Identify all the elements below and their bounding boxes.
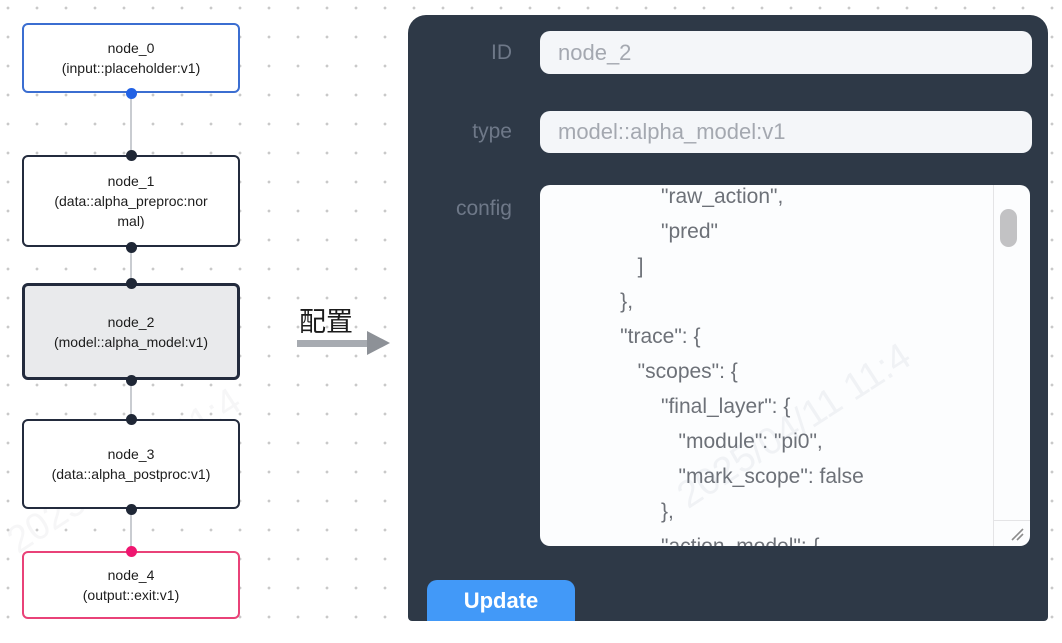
handle-node2-source[interactable] bbox=[126, 375, 137, 386]
node-subtitle: (input::placeholder:v1) bbox=[61, 60, 201, 76]
node-title: node_2 bbox=[107, 313, 155, 330]
flow-node-node_3[interactable]: node_3 (data::alpha_postproc:v1) bbox=[22, 419, 240, 509]
node-subtitle: (data::alpha_postproc:v1) bbox=[51, 466, 211, 482]
arrow-shaft bbox=[297, 340, 369, 347]
node-subtitle: (output::exit:v1) bbox=[82, 587, 180, 603]
node-config-panel: ID type config "raw_action", "pred" ] },… bbox=[408, 15, 1048, 621]
config-field-label: config bbox=[455, 197, 512, 220]
node-title: node_0 bbox=[107, 40, 155, 56]
scrollbar-corner-divider bbox=[993, 520, 1030, 521]
node-subtitle: (model::alpha_model:v1) bbox=[53, 333, 209, 350]
node-subtitle: (data::alpha_preproc:normal) bbox=[54, 193, 208, 229]
node-title: node_4 bbox=[107, 567, 155, 583]
handle-node1-target[interactable] bbox=[126, 150, 137, 161]
id-input[interactable] bbox=[540, 31, 1032, 74]
handle-node2-target[interactable] bbox=[126, 278, 137, 289]
arrow-head-icon bbox=[367, 331, 390, 355]
flow-node-node_2-selected[interactable]: node_2 (model::alpha_model:v1) bbox=[22, 283, 240, 380]
flow-node-node_0[interactable]: node_0 (input::placeholder:v1) bbox=[22, 23, 240, 93]
node-title: node_1 bbox=[107, 173, 155, 189]
handle-node0-source[interactable] bbox=[126, 88, 137, 99]
type-input[interactable] bbox=[540, 111, 1032, 153]
edge-node0-node1[interactable] bbox=[130, 93, 132, 155]
scrollbar-track-divider bbox=[993, 185, 994, 546]
update-button[interactable]: Update bbox=[427, 580, 575, 621]
handle-node1-source[interactable] bbox=[126, 242, 137, 253]
node-title: node_3 bbox=[107, 446, 155, 462]
handle-node3-source[interactable] bbox=[126, 504, 137, 515]
scrollbar-thumb[interactable] bbox=[1000, 209, 1017, 247]
config-json-textarea[interactable]: "raw_action", "pred" ] }, "trace": { "sc… bbox=[540, 185, 1030, 546]
configure-arrow-label: 配置 bbox=[299, 307, 353, 337]
flow-node-node_1[interactable]: node_1 (data::alpha_preproc:normal) bbox=[22, 155, 240, 247]
id-field-label: ID bbox=[491, 41, 512, 64]
type-field-label: type bbox=[472, 120, 512, 143]
handle-node3-target[interactable] bbox=[126, 414, 137, 425]
handle-node4-target[interactable] bbox=[126, 546, 137, 557]
edge-node3-node4[interactable] bbox=[130, 509, 132, 551]
config-json-content: "raw_action", "pred" ] }, "trace": { "sc… bbox=[556, 185, 864, 546]
resize-grip-icon[interactable] bbox=[1008, 525, 1024, 541]
edge-node2-node3[interactable] bbox=[130, 380, 132, 419]
edge-node1-node2[interactable] bbox=[130, 247, 132, 283]
flow-node-node_4[interactable]: node_4 (output::exit:v1) bbox=[22, 551, 240, 619]
